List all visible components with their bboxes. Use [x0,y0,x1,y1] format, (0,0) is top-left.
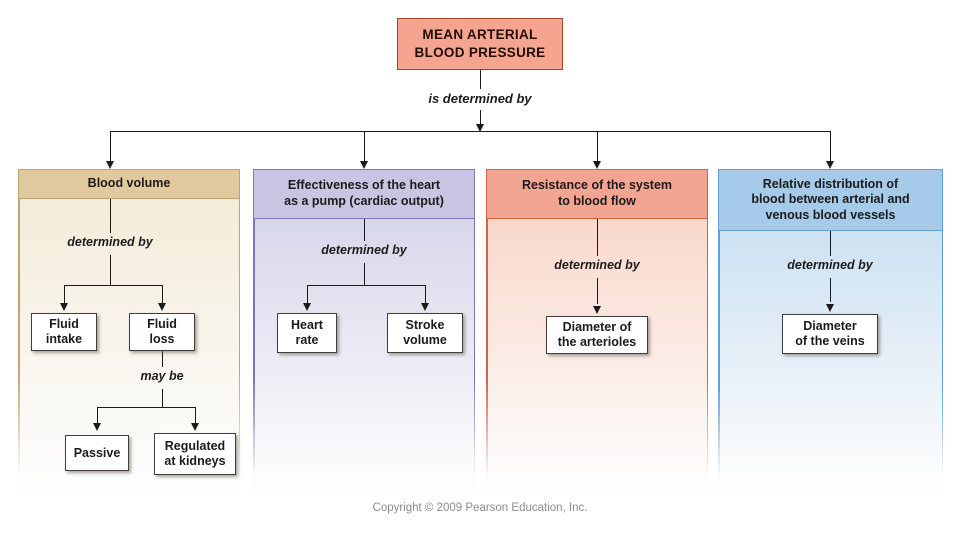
connector-line [162,285,163,303]
determined-by-label: determined by [787,258,873,272]
panel-blood-distribution: Relative distribution of blood between a… [718,169,943,491]
connector-line [480,110,481,124]
connector-line [110,255,111,285]
node-heart-rate: Heart rate [277,313,337,353]
determined-by-label: determined by [321,243,407,257]
panel-resistance: Resistance of the system to blood flow d… [486,169,708,491]
panel-cardiac-output: Effectiveness of the heart as a pump (ca… [253,169,475,491]
arrow-down-icon [60,303,68,311]
node-regulated-at-kidneys: Regulated at kidneys [154,433,236,475]
panel-header-resistance: Resistance of the system to blood flow [486,169,708,219]
panel-header-cardiac-output: Effectiveness of the heart as a pump (ca… [253,169,475,219]
connector-line [364,219,365,241]
connector-line [97,407,98,423]
connector-line [307,285,308,303]
connector-line [162,351,163,367]
connector-line [110,131,830,132]
arrow-down-icon [106,161,114,169]
connector-line [110,199,111,233]
arrow-down-icon [593,306,601,314]
panel-blood-volume: Blood volume determined by Fluid intake … [18,169,240,491]
connector-line [162,389,163,407]
arrow-down-icon [93,423,101,431]
connector-line [480,70,481,89]
arrow-down-icon [826,161,834,169]
connector-line [64,285,65,303]
panel-header-blood-volume: Blood volume [18,169,240,199]
may-be-label: may be [140,369,184,383]
arrow-down-icon [191,423,199,431]
node-diameter-of-the-arterioles: Diameter of the arterioles [546,316,648,354]
connector-line [597,219,598,256]
connector-line [307,285,425,286]
node-fluid-loss: Fluid loss [129,313,195,351]
root-connector-label: is determined by [428,91,532,106]
determined-by-label: determined by [67,235,153,249]
panel-header-blood-distribution: Relative distribution of blood between a… [718,169,943,231]
connector-line [364,263,365,285]
root-node-mean-arterial-blood-pressure: MEAN ARTERIAL BLOOD PRESSURE [397,18,563,70]
determined-by-label: determined by [554,258,640,272]
arrow-down-icon [421,303,429,311]
arrow-down-icon [476,124,484,132]
connector-line [364,131,365,161]
arrow-down-icon [360,161,368,169]
connector-line [64,285,162,286]
copyright-notice: Copyright © 2009 Pearson Education, Inc. [372,502,588,514]
arrow-down-icon [303,303,311,311]
node-passive: Passive [65,435,129,471]
connector-line [97,407,195,408]
arrow-down-icon [158,303,166,311]
arrow-down-icon [593,161,601,169]
connector-line [830,231,831,256]
panel-body [253,219,475,491]
node-fluid-intake: Fluid intake [31,313,97,351]
connector-line [425,285,426,303]
connector-line [597,278,598,304]
connector-line [195,407,196,423]
panel-body [718,231,943,491]
arrow-down-icon [826,304,834,312]
connector-line [830,278,831,302]
connector-line [597,131,598,161]
connector-line [110,131,111,161]
node-diameter-of-the-veins: Diameter of the veins [782,314,878,354]
panel-body [486,219,708,491]
connector-line [830,131,831,161]
node-stroke-volume: Stroke volume [387,313,463,353]
